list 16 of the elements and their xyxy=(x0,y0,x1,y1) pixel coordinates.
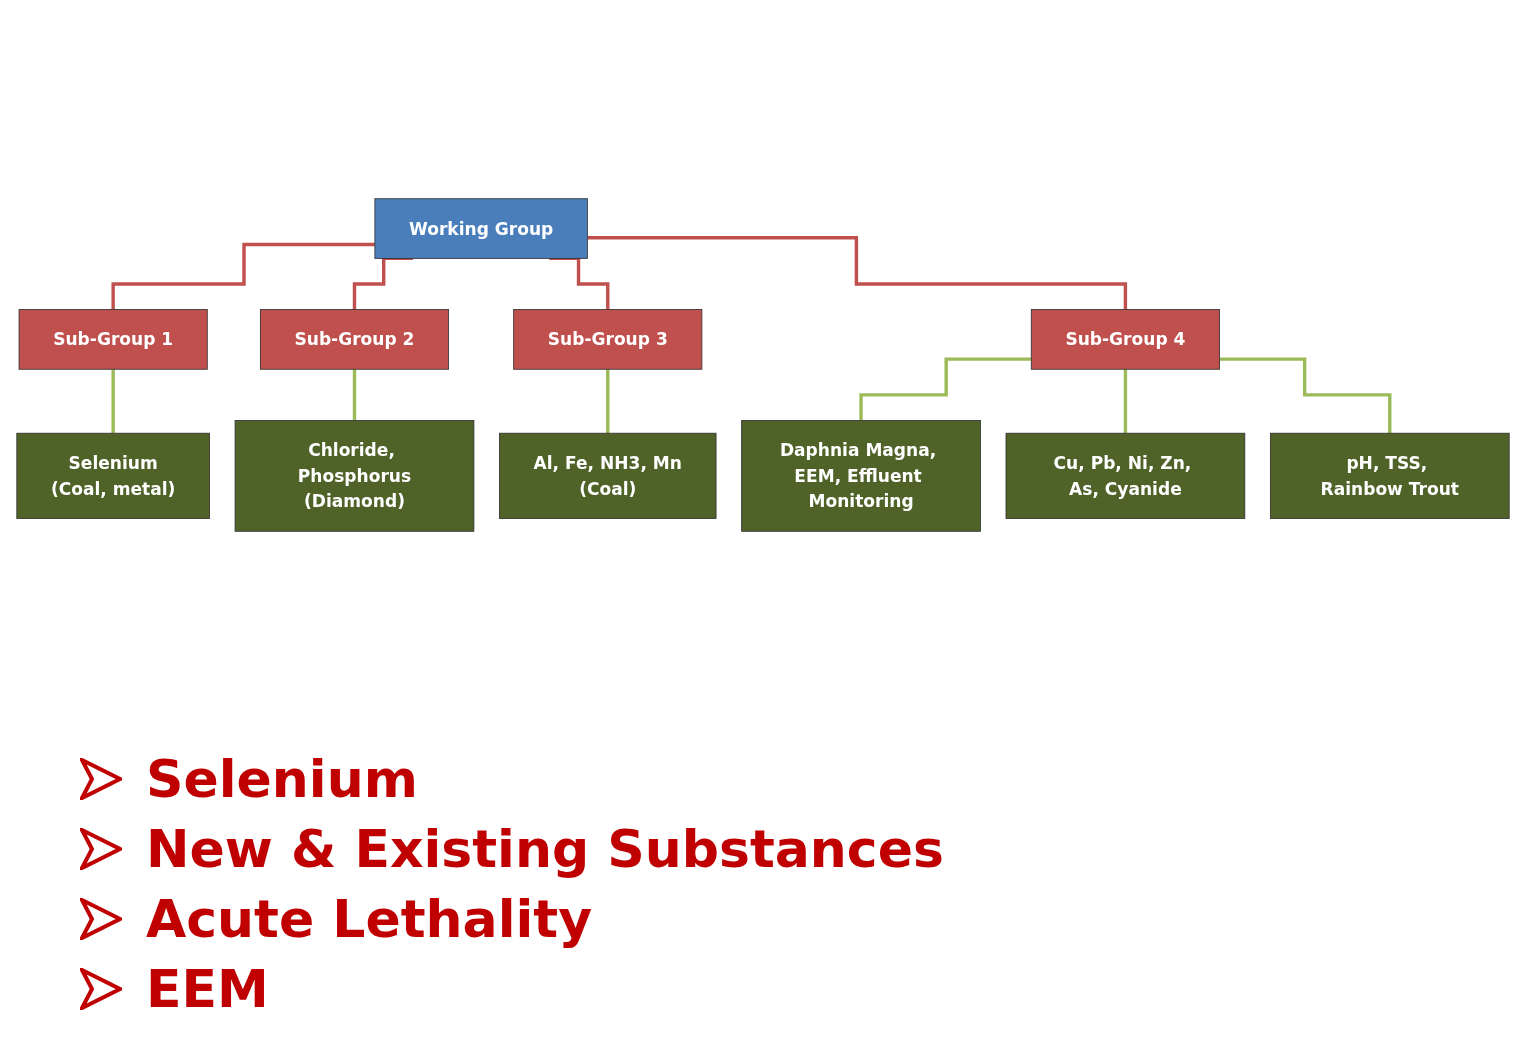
bullet-point: Selenium xyxy=(146,748,418,810)
node-box: Daphnia Magna, EEM, Effluent Monitoring xyxy=(741,420,981,532)
node-box: Sub-Group 4 xyxy=(1030,309,1220,370)
node-box: Cu, Pb, Ni, Zn, As, Cyanide xyxy=(1005,432,1246,519)
node-box: Sub-Group 3 xyxy=(513,309,703,370)
connector xyxy=(1219,357,1392,435)
bullet-point: New & Existing Substances xyxy=(146,818,944,880)
node-box: pH, TSS, Rainbow Trout xyxy=(1269,432,1510,519)
bullet-point: EEM xyxy=(146,958,269,1020)
node-box: Al, Fe, NH3, Mn (Coal) xyxy=(499,432,717,519)
node-box: Sub-Group 1 xyxy=(18,309,208,370)
node-box: Selenium (Coal, metal) xyxy=(16,432,210,519)
node-box: Chloride, Phosphorus (Diamond) xyxy=(234,420,475,532)
node-box: Sub-Group 2 xyxy=(259,309,450,370)
node-box: Working Group xyxy=(374,198,588,259)
bullet-point: Acute Lethality xyxy=(146,888,593,950)
